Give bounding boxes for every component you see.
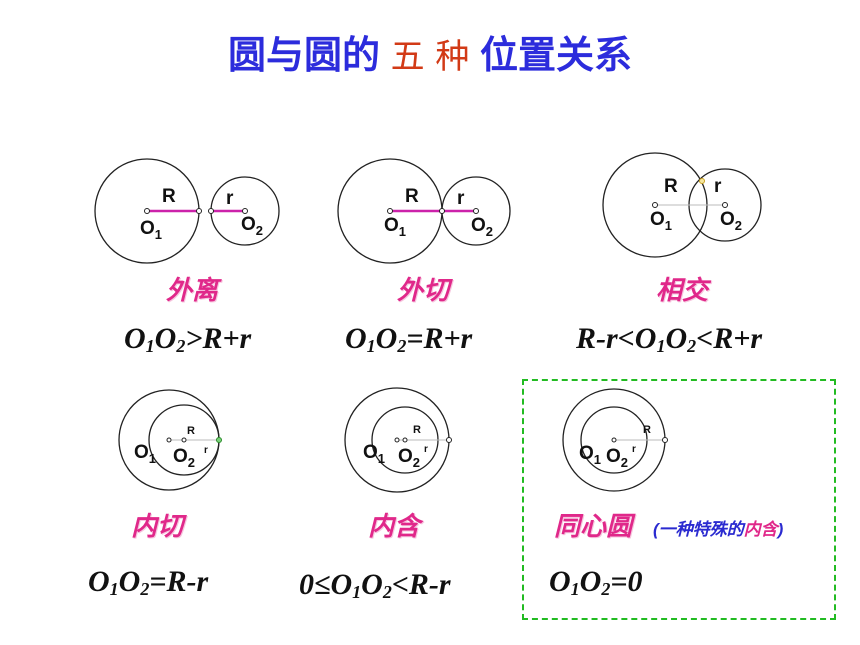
center-point: [144, 208, 150, 214]
case-separate-figure: R r O1 O2: [94, 158, 280, 264]
label-O1: O1: [579, 443, 601, 467]
center-point: [387, 208, 393, 214]
label-r: r: [226, 188, 234, 209]
edge-point: [446, 437, 452, 443]
label-O1: O1: [134, 442, 156, 466]
caption-concentric: 同心圆: [554, 511, 633, 541]
formula-contain: 0≤O1O2<R-r: [299, 568, 451, 602]
intersection-point: [699, 178, 705, 184]
label-O1: O1: [140, 218, 162, 242]
label-O1: O1: [384, 215, 406, 239]
label-R: R: [162, 186, 176, 207]
title-part2: 五 种: [390, 37, 470, 77]
caption-int-tangent: 内切: [131, 511, 184, 541]
center-point: [722, 202, 728, 208]
tangent-point: [216, 437, 222, 443]
caption-intersect: 相交: [656, 275, 709, 305]
tangent-point: [439, 208, 445, 214]
case-ext-tangent-figure: R r O1 O2: [337, 158, 511, 264]
label-O1: O1: [363, 442, 385, 466]
center-point: [242, 208, 248, 214]
label-R: R: [643, 424, 651, 436]
label-R: R: [413, 424, 421, 436]
center-point: [166, 437, 172, 443]
title-part3: 位置关系: [479, 35, 632, 77]
center-point: [394, 437, 400, 443]
label-O2: O2: [241, 214, 263, 238]
formula-concentric: O1O2=0: [549, 565, 643, 599]
edge-point: [196, 208, 202, 214]
edge-point: [662, 437, 668, 443]
page-title: 圆与圆的 五 种 位置关系: [0, 24, 860, 79]
center-point: [611, 437, 617, 443]
case-contain-figure: R r O1 O2: [344, 387, 452, 493]
edge-point: [208, 208, 214, 214]
label-O2: O2: [720, 209, 742, 233]
center-point: [402, 437, 408, 443]
label-r: r: [457, 188, 465, 209]
formula-intersect: R-r<O1O2<R+r: [576, 322, 762, 356]
label-r: r: [632, 444, 636, 455]
caption-ext-tangent: 外切: [397, 275, 450, 305]
highlight-box: [522, 379, 836, 620]
caption-separate: 外离: [166, 275, 219, 305]
case-int-tangent-figure: R r O1 O2: [118, 389, 222, 491]
case-concentric-figure: R r O1 O2: [562, 388, 668, 492]
label-r: r: [424, 444, 428, 455]
label-O2: O2: [398, 446, 420, 470]
label-O2: O2: [173, 446, 195, 470]
label-R: R: [405, 186, 419, 207]
label-O1: O1: [650, 209, 672, 233]
center-point: [473, 208, 479, 214]
label-O2: O2: [471, 215, 493, 239]
label-r: r: [204, 445, 208, 456]
label-O2: O2: [606, 446, 628, 470]
label-R: R: [664, 176, 678, 197]
formula-ext-tangent: O1O2=R+r: [345, 322, 473, 356]
label-R: R: [187, 425, 195, 437]
title-part1: 圆与圆的: [228, 35, 381, 77]
formula-separate: O1O2>R+r: [124, 322, 252, 356]
formula-int-tangent: O1O2=R-r: [88, 565, 209, 599]
concentric-note: (一种特殊的内含): [653, 520, 784, 539]
center-point: [181, 437, 187, 443]
label-r: r: [714, 176, 722, 197]
center-point: [652, 202, 658, 208]
caption-contain: 内含: [368, 511, 421, 541]
case-intersect-figure: R r O1 O2: [602, 152, 762, 258]
